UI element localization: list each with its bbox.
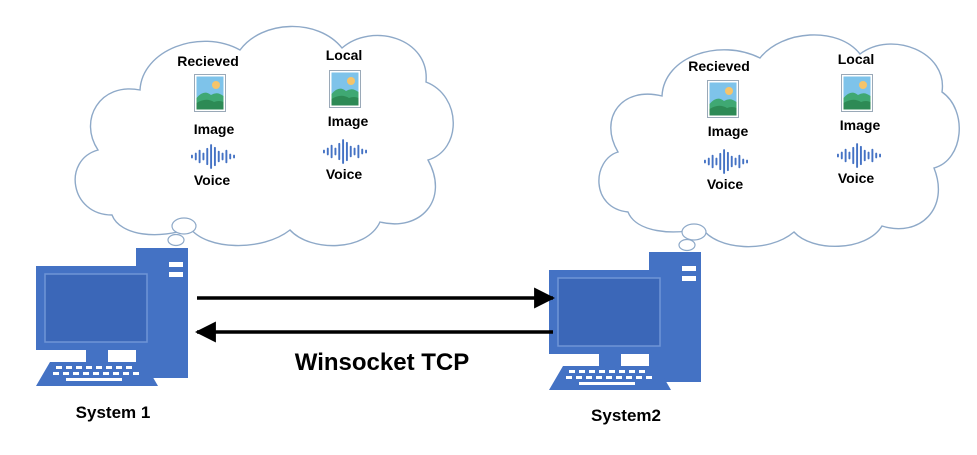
image-icon [707, 80, 739, 118]
local-image-label: Image [839, 117, 881, 133]
computer-icon [549, 252, 702, 391]
local-label: Local [325, 47, 363, 63]
thought-cloud-right [598, 34, 960, 252]
local-voice-label: Voice [837, 170, 875, 186]
local-label: Local [837, 51, 875, 67]
received-label: Recieved [688, 58, 750, 74]
local-voice-label: Voice [325, 166, 363, 182]
thought-cloud-left [74, 25, 454, 247]
received-image-label: Image [193, 121, 235, 137]
image-icon [194, 74, 226, 112]
image-icon [329, 70, 361, 108]
computer-icon [36, 248, 189, 387]
image-icon [841, 74, 873, 112]
local-image-label: Image [327, 113, 369, 129]
system-2-label: System2 [591, 406, 661, 425]
received-voice-label: Voice [706, 176, 744, 192]
received-label: Recieved [177, 53, 239, 69]
system-1-label: System 1 [75, 403, 151, 422]
received-image-label: Image [707, 123, 749, 139]
connection-label: Winsocket TCP [294, 349, 470, 376]
received-voice-label: Voice [193, 172, 231, 188]
